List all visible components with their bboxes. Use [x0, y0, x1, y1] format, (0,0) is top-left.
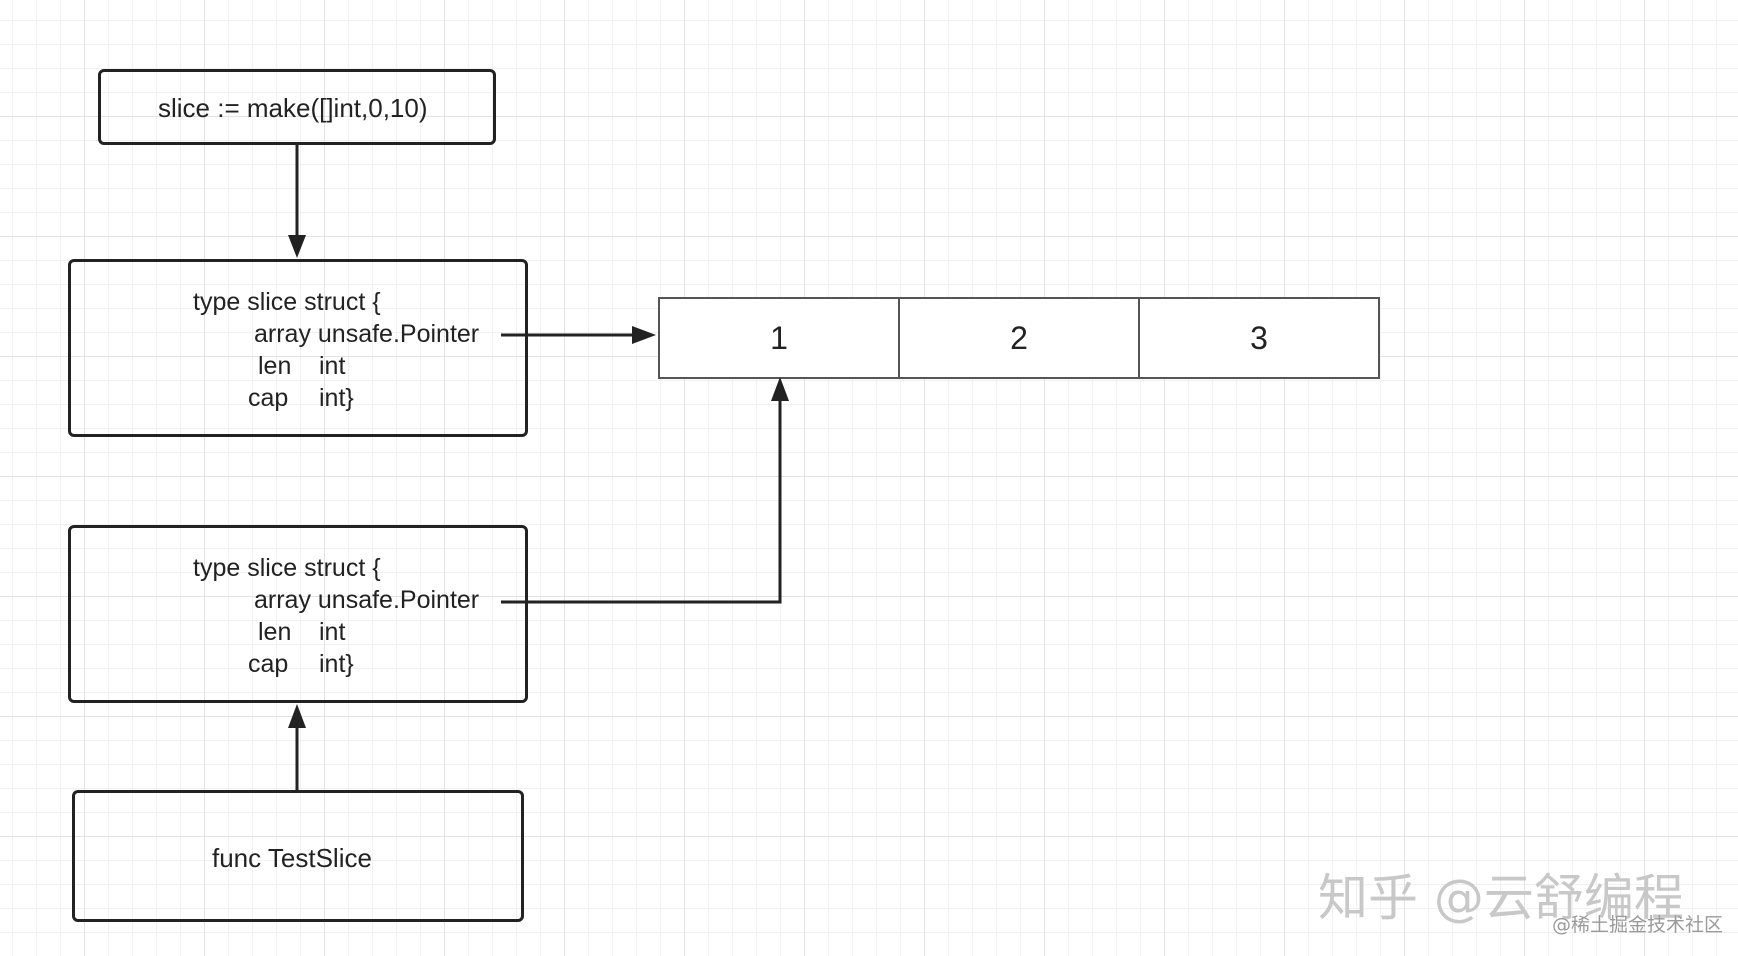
- field-cap-type: int}: [319, 384, 354, 412]
- field-len-key: len: [258, 352, 292, 380]
- func-testslice-box: func TestSlice: [72, 790, 524, 922]
- field-len-type: int: [319, 352, 346, 380]
- struct-code-2: type slice struct { array unsafe.Pointer…: [71, 528, 525, 700]
- struct-code-1: type slice struct { array unsafe.Pointer…: [71, 262, 525, 434]
- func-testslice-label: func TestSlice: [212, 843, 372, 873]
- array-cell-2: 2: [898, 297, 1140, 379]
- field-cap-type: int}: [319, 650, 354, 678]
- field-array: array unsafe.Pointer: [254, 320, 480, 348]
- slice-struct-box-2: type slice struct { array unsafe.Pointer…: [68, 525, 528, 703]
- arrow-make-to-struct: [288, 145, 306, 258]
- watermark-zhihu: 知乎 @云舒编程: [1318, 869, 1684, 927]
- make-slice-box: slice := make([]int,0,10): [98, 69, 496, 145]
- array-cell-1: 1: [658, 297, 900, 379]
- field-array: array unsafe.Pointer: [254, 586, 480, 614]
- slice-struct-box-1: type slice struct { array unsafe.Pointer…: [68, 259, 528, 437]
- struct-header: type slice struct {: [193, 288, 381, 316]
- struct-header: type slice struct {: [193, 554, 381, 582]
- watermark-juejin: @稀土掘金技术社区: [1552, 914, 1724, 936]
- arrow-struct2-to-array: [501, 377, 789, 604]
- field-cap-key: cap: [248, 384, 289, 412]
- arrow-func-to-struct2: [288, 704, 306, 790]
- field-cap-key: cap: [248, 650, 289, 678]
- field-len-key: len: [258, 618, 292, 646]
- make-slice-label: slice := make([]int,0,10): [158, 93, 428, 123]
- arrow-struct1-to-array: [501, 326, 656, 344]
- field-len-type: int: [319, 618, 346, 646]
- array-cell-3: 3: [1138, 297, 1380, 379]
